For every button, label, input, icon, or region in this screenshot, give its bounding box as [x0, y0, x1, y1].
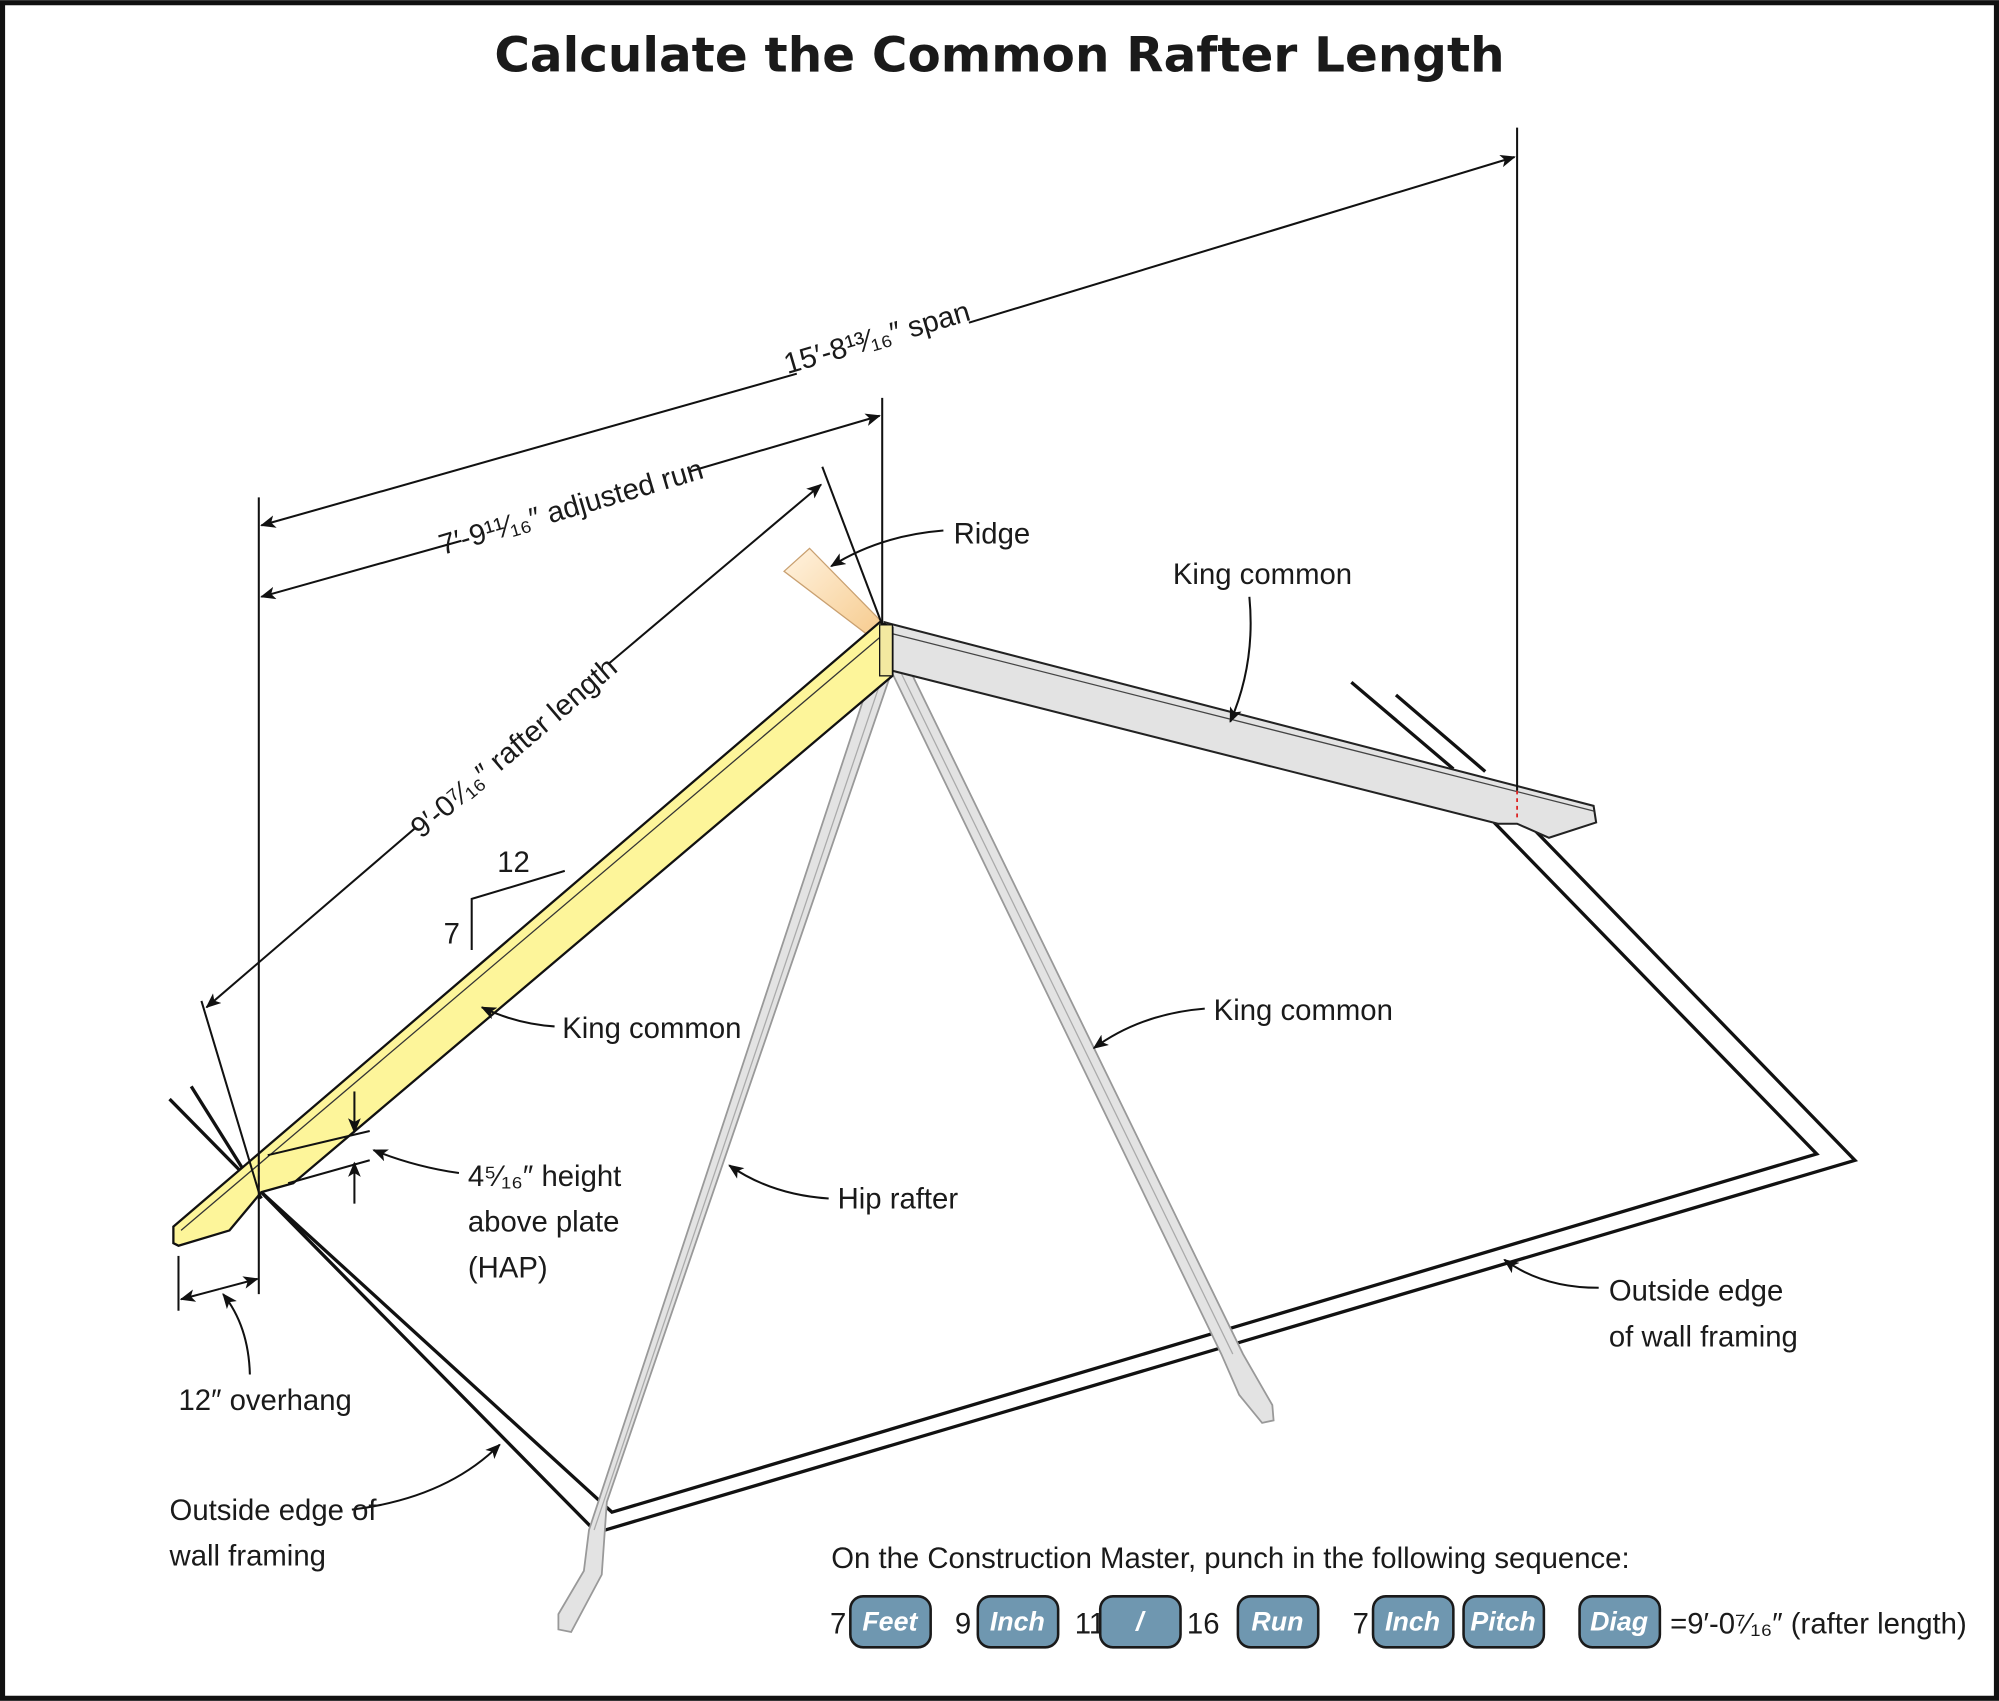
king-common-back-label: King common: [1173, 558, 1352, 591]
key-feet: Feet: [849, 1595, 932, 1649]
hip-rafter-label: Hip rafter: [838, 1183, 959, 1216]
svg-text:Inch: Inch: [1385, 1607, 1440, 1637]
pitch-rise: 7: [444, 918, 460, 951]
svg-text:Feet: Feet: [862, 1607, 918, 1637]
pitch-run: 12: [497, 846, 530, 879]
wall-right-label-1: Outside edge: [1609, 1275, 1783, 1308]
king-common-left-label: King common: [562, 1012, 741, 1045]
overhang-label: 12″ overhang: [178, 1384, 351, 1417]
king-common-front: [887, 664, 1275, 1424]
key-pitch: Pitch: [1462, 1595, 1546, 1649]
callout-arrows: [222, 529, 1599, 1511]
hip-rafter: [557, 664, 895, 1634]
seq-number: 7: [1353, 1607, 1369, 1640]
calculator-instruction: On the Construction Master, punch in the…: [831, 1542, 1629, 1575]
dimension-lines: [177, 127, 1519, 1311]
key-inch: Inch: [976, 1595, 1060, 1649]
wall-right-label-2: of wall framing: [1609, 1320, 1798, 1353]
svg-text:Pitch: Pitch: [1470, 1607, 1535, 1637]
calculator-result: =9′-0⁷⁄₁₆″ (rafter length): [1670, 1607, 1967, 1640]
key-fraction: /: [1098, 1595, 1182, 1649]
hap-label-line2: above plate: [468, 1206, 620, 1239]
key-run: Run: [1236, 1595, 1320, 1649]
calculator-sequence: On the Construction Master, punch in the…: [830, 1542, 1967, 1649]
hap-label-line1: 4⁵⁄₁₆″ height: [468, 1160, 621, 1193]
svg-text:/: /: [1135, 1607, 1146, 1637]
hap-label-line3: (HAP): [468, 1252, 548, 1285]
wall-left-label-2: wall framing: [169, 1540, 326, 1573]
seq-number: 7: [830, 1607, 846, 1640]
key-inch-2: Inch: [1371, 1595, 1455, 1649]
king-common-front-label: King common: [1214, 994, 1393, 1027]
seq-number: 9: [955, 1607, 971, 1640]
ridge-label: Ridge: [954, 517, 1031, 550]
diagram-title: Calculate the Common Rafter Length: [494, 28, 1504, 84]
key-diag: Diag: [1578, 1595, 1662, 1649]
wall-left-label-1: Outside edge of: [170, 1494, 378, 1527]
svg-text:Inch: Inch: [990, 1607, 1045, 1637]
seq-number: 16: [1187, 1607, 1220, 1640]
svg-text:Run: Run: [1251, 1607, 1303, 1637]
svg-text:Diag: Diag: [1590, 1607, 1648, 1637]
